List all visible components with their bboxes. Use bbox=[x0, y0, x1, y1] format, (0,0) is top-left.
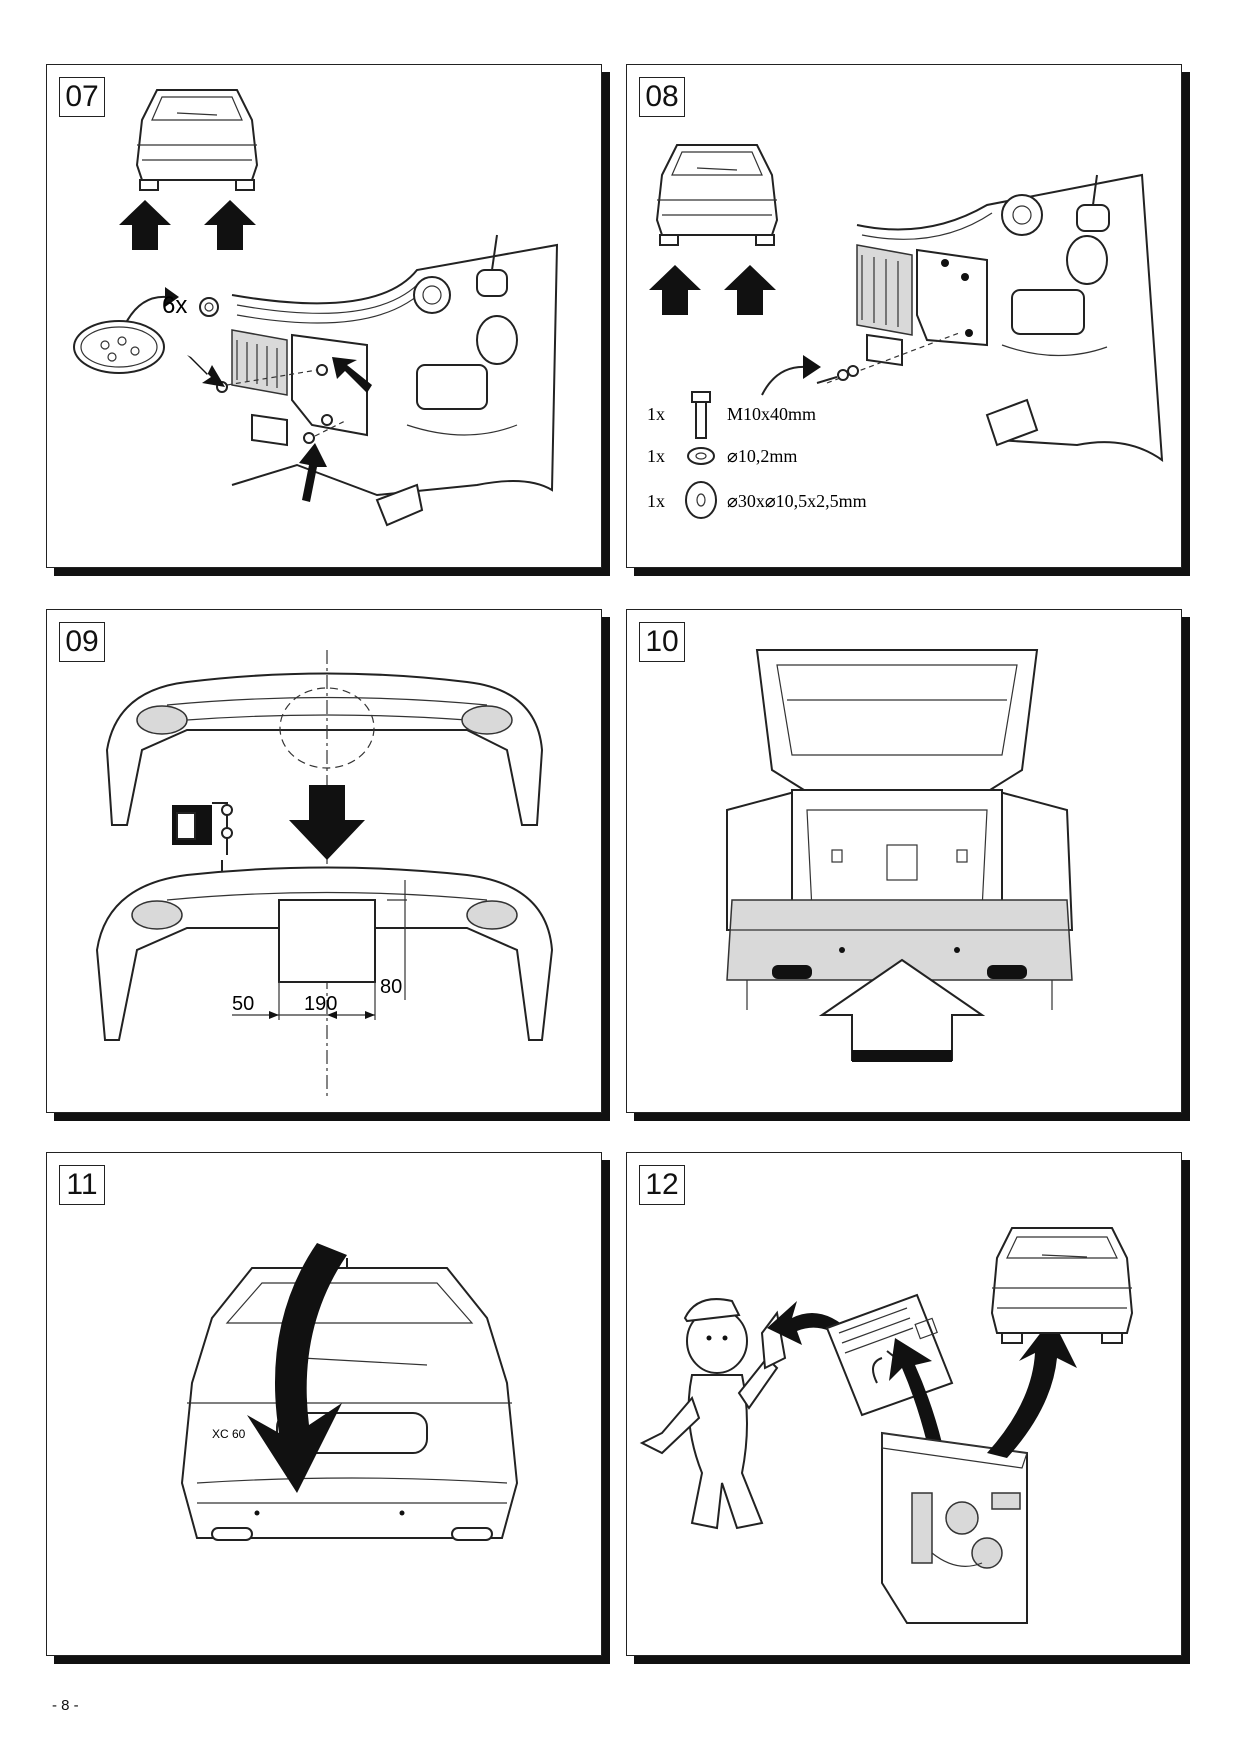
parts-tray-icon bbox=[73, 320, 165, 374]
curved-arrow-icon bbox=[767, 1301, 852, 1345]
curved-arrow-icon bbox=[761, 365, 808, 396]
step-07-illustration: 6x bbox=[73, 89, 559, 527]
step-panel-10: 10 bbox=[626, 609, 1182, 1113]
bumper-bottom-view bbox=[95, 866, 554, 1041]
step-number: 11 bbox=[59, 1165, 105, 1205]
step-number: 12 bbox=[639, 1165, 685, 1205]
bumper-area-drawing bbox=[216, 234, 559, 527]
arrow-up-icon bbox=[119, 200, 171, 250]
step-panel-07: 07 6x bbox=[46, 64, 602, 568]
part-spec: ⌀10,2mm bbox=[727, 446, 797, 466]
arrow-up-icon bbox=[299, 443, 327, 502]
dim-left-value: 50 bbox=[232, 993, 254, 1015]
arrow-icon bbox=[187, 355, 225, 387]
arrow-down-icon bbox=[289, 785, 365, 860]
step-panel-12: 12 bbox=[626, 1152, 1182, 1656]
bumper-area-drawing bbox=[826, 173, 1164, 463]
step-number: 07 bbox=[59, 77, 105, 117]
car-open-trunk bbox=[726, 649, 1074, 1010]
model-badge: XC 60 bbox=[212, 1427, 246, 1441]
step-number: 09 bbox=[59, 622, 105, 662]
part-qty: 1x bbox=[647, 446, 665, 466]
step-panel-08: 08 bbox=[626, 64, 1182, 568]
curved-arrow-down-icon bbox=[247, 1243, 347, 1493]
step-number: 10 bbox=[639, 622, 685, 662]
arrow-up-icon bbox=[204, 200, 256, 250]
page-number: - 8 - bbox=[52, 1697, 79, 1714]
part-qty: 1x bbox=[647, 491, 665, 511]
dim-width-value: 190 bbox=[304, 993, 337, 1015]
curved-arrow-icon bbox=[126, 295, 168, 322]
part-spec: M10x40mm bbox=[727, 404, 816, 424]
step-panel-11: 11 XC 60 bbox=[46, 1152, 602, 1656]
parts-list: 1x M10x40mm 1x ⌀10,2mm 1x ⌀30x⌀10,5x2,5m… bbox=[647, 391, 867, 519]
arrow-up-icon bbox=[649, 265, 701, 315]
car-rear-thumbnail bbox=[990, 1227, 1134, 1344]
spring-washer-icon bbox=[687, 447, 715, 465]
step-number: 08 bbox=[639, 77, 685, 117]
nut-count: 6x bbox=[162, 292, 187, 319]
cut-dimensions: 50 190 80 bbox=[232, 880, 407, 1020]
curved-arrow-up-icon bbox=[987, 1318, 1077, 1458]
car-rear-large: XC 60 bbox=[180, 1258, 519, 1541]
bolt-assembly bbox=[816, 365, 859, 384]
car-rear-thumbnail bbox=[655, 144, 779, 246]
curved-arrow-up-icon bbox=[889, 1338, 942, 1443]
parts-bag-icon bbox=[881, 1431, 1028, 1624]
cutting-tool-icon bbox=[172, 802, 233, 875]
part-qty: 1x bbox=[647, 404, 665, 424]
dim-height-value: 80 bbox=[380, 976, 402, 998]
arrow-icon bbox=[332, 357, 372, 393]
certificate-document-icon bbox=[825, 1293, 954, 1417]
car-rear-thumbnail bbox=[135, 89, 259, 191]
bumper-top-view bbox=[105, 672, 544, 826]
bolt-icon bbox=[691, 391, 711, 439]
mechanic-figure bbox=[639, 1298, 787, 1530]
step-panel-09: 09 bbox=[46, 609, 602, 1113]
step-12-illustration bbox=[639, 1227, 1134, 1624]
arrow-up-icon bbox=[724, 265, 776, 315]
part-spec: ⌀30x⌀10,5x2,5mm bbox=[727, 491, 867, 511]
step-09-illustration: 50 190 80 bbox=[95, 650, 554, 1100]
step-11-illustration: XC 60 bbox=[180, 1243, 519, 1541]
flat-washer-icon bbox=[685, 481, 717, 519]
step-10-illustration bbox=[726, 649, 1074, 1062]
nut-icon bbox=[199, 297, 219, 317]
step-08-illustration: 1x M10x40mm 1x ⌀10,2mm 1x ⌀30x⌀10,5x2,5m… bbox=[647, 144, 1164, 519]
